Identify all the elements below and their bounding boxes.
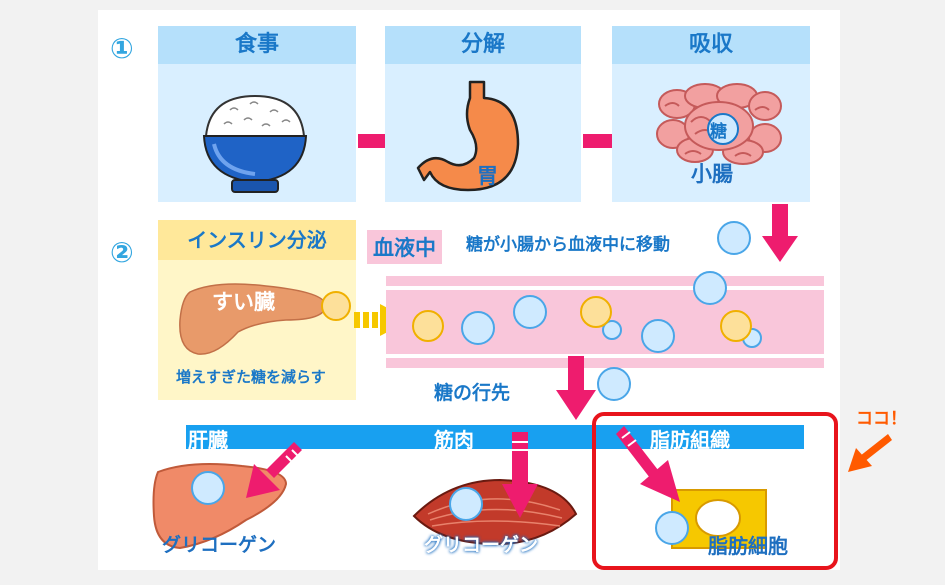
arrow-to-fat-tissue [616, 426, 680, 502]
arrow-to-muscle [502, 432, 538, 518]
blood-tag: 血液中 [367, 230, 442, 264]
muscle-icon [412, 478, 578, 546]
fat-tissue-heading: 脂肪組織 [650, 428, 730, 452]
arrow-absorption-to-blood [762, 204, 798, 262]
rice-bowl-icon [202, 94, 308, 193]
muscle-result-label: グリコーゲン [424, 534, 539, 556]
sugar-badge-circle [707, 113, 739, 145]
sugar-badge-label: 糖 [710, 122, 727, 142]
insulin-title: インスリン分泌 [158, 220, 356, 260]
arrow-blood-to-destination [556, 356, 596, 420]
step-1-number: ① [110, 32, 134, 65]
destination-label: 糖の行先 [434, 382, 511, 404]
pancreas-icon [179, 283, 327, 355]
liver-result-label: グリコーゲン [162, 534, 277, 556]
stomach-icon [416, 80, 520, 192]
step-2-number: ② [110, 236, 134, 269]
small-intestine-label: 小腸 [691, 162, 733, 186]
meal-panel-title: 食事 [158, 26, 356, 64]
digestion-panel-title: 分解 [385, 26, 581, 64]
sugar-molecule-icon [717, 221, 751, 255]
callout-text: ココ！ [856, 409, 907, 429]
fat-cell-label: 脂肪細胞 [708, 534, 788, 558]
fat-cell-icon [671, 489, 767, 549]
fat-tissue-highlight [592, 412, 838, 570]
destination-bar [186, 425, 804, 449]
muscle-heading: 筋肉 [434, 428, 474, 452]
sugar-molecules-in-blood [412, 271, 762, 353]
sugar-move-text: 糖が小腸から血液中に移動 [466, 235, 670, 255]
insulin-caption: 増えすぎた糖を減らす [176, 368, 326, 386]
sugar-molecule-icon [597, 367, 631, 401]
stomach-label: 胃 [477, 164, 498, 188]
sugar-molecule-icon [655, 511, 689, 545]
pancreas-label: すい臓 [212, 290, 275, 314]
liver-heading: 肝臓 [188, 428, 228, 452]
arrow-to-liver [246, 442, 302, 498]
absorption-panel-title: 吸収 [612, 26, 810, 64]
callout-arrow [848, 434, 892, 472]
